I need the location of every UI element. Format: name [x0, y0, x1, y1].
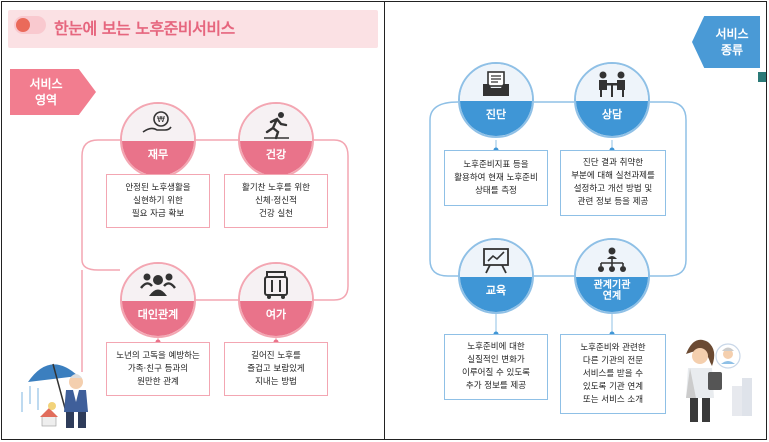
woman-with-tablet-illustration: [686, 339, 752, 422]
section-label-arrow: 서비스 영역: [10, 69, 96, 115]
presentation-board-icon: [483, 248, 509, 274]
service-desc-education: 노후준비에 대한 실질적인 변화가 이루어질 수 있도록 추가 정보를 제공: [444, 334, 548, 400]
area-card-health: 건강: [238, 102, 314, 178]
section-label-line1: 서비스: [715, 27, 749, 41]
svg-text:₩: ₩: [157, 115, 165, 124]
service-label: 진단: [460, 101, 532, 136]
area-card-leisure: 여가: [238, 262, 314, 338]
page-title: 한눈에 보는 노후준비서비스: [54, 19, 235, 38]
service-card-consultation: 상담: [574, 62, 650, 138]
section-label-line2: 종류: [720, 43, 744, 57]
suitcase-icon: [264, 271, 288, 299]
area-desc-relationships: 노년의 고독을 예방하는 가족·친구 등과의 원만한 관계: [106, 342, 210, 396]
service-desc-agency-link: 노후준비와 관련한 다른 기관의 전문 서비스를 받을 수 있도록 기관 연계 …: [560, 334, 666, 414]
area-card-finance: ₩ 재무: [120, 102, 196, 178]
panel-divider: [384, 1, 385, 440]
service-desc-consultation: 진단 결과 취약한 부분에 대해 실천과제를 설정하고 개선 방법 및 관련 정…: [560, 150, 666, 216]
document-tray-icon: [483, 71, 509, 96]
service-label: 관계기관 연계: [576, 277, 648, 312]
area-label: 건강: [240, 141, 312, 176]
service-card-education: 교육: [458, 238, 534, 314]
man-with-umbrella-illustration: [21, 363, 88, 428]
service-label: 상담: [576, 101, 648, 136]
toggle-knob: [16, 18, 30, 32]
area-desc-health: 활기찬 노후를 위한 신체·정신적 건강 실천: [224, 174, 328, 228]
service-card-agency-link: 관계기관 연계: [574, 238, 650, 314]
service-card-diagnosis: 진단: [458, 62, 534, 138]
area-label: 대인관계: [122, 301, 194, 336]
service-types-panel: 서비스 종류 진단: [386, 2, 766, 439]
service-label: 교육: [460, 277, 532, 312]
area-desc-leisure: 길어진 노후를 즐겁고 보람있게 지내는 방법: [224, 342, 328, 396]
area-label: 재무: [122, 141, 194, 176]
title-bar: [8, 10, 378, 48]
running-person-icon: [264, 112, 289, 140]
section-label-line1: 서비스: [29, 77, 63, 91]
area-card-relationships: 대인관계: [120, 262, 196, 338]
service-desc-diagnosis: 노후준비지표 등을 활용하여 현재 노후준비 상태를 측정: [444, 150, 548, 206]
area-desc-finance: 안정된 노후생활을 실현하기 위한 필요 자금 확보: [106, 174, 210, 228]
section-label-arrow: 서비스 종류: [692, 16, 760, 68]
edge-marker: [758, 72, 766, 82]
network-icon: [598, 247, 626, 272]
consultation-icon: [599, 71, 625, 97]
people-group-icon: [140, 273, 176, 296]
money-hand-icon: ₩: [142, 111, 172, 133]
area-label: 여가: [240, 301, 312, 336]
section-label-line2: 영역: [34, 93, 58, 107]
service-areas-panel: 한눈에 보는 노후준비서비스 서비스 영역 ₩ 재무: [2, 2, 383, 439]
